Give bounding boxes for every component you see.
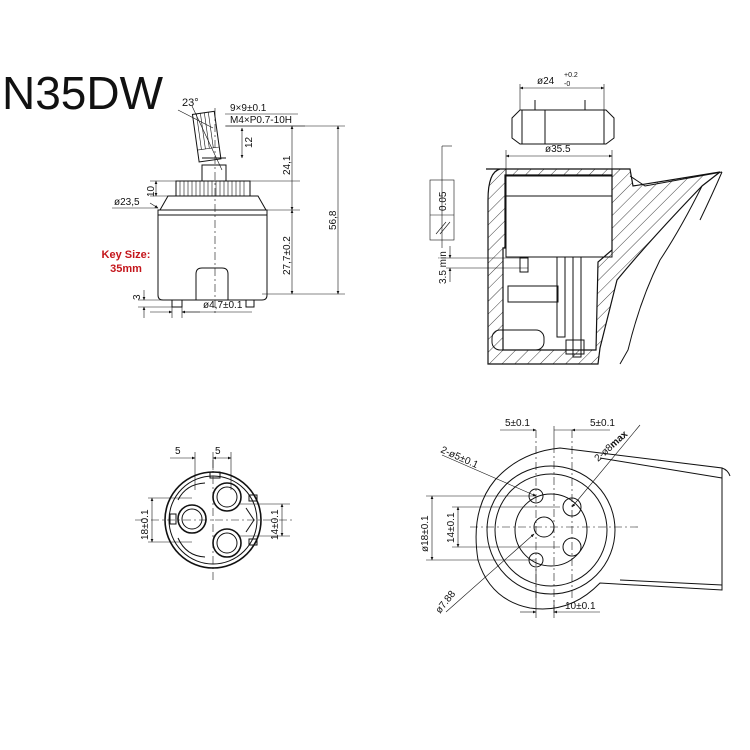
- dim-18: 18±0.1: [140, 509, 151, 540]
- angle-label: 23°: [182, 97, 199, 109]
- cartridge-in-housing: [505, 168, 613, 258]
- dim-23-5: ø23,5: [114, 197, 140, 208]
- bottom-slot: [491, 329, 545, 351]
- section-view: ø24 +0.2 -0 ø35.5 0.05 3.5 min: [429, 72, 723, 365]
- cap-ring: [159, 195, 267, 211]
- housing-section: [486, 168, 721, 365]
- dim-5-right: 5: [215, 446, 221, 457]
- key-size-label: Key Size: 35mm: [96, 248, 156, 276]
- model-title: N35DW: [2, 67, 164, 119]
- side-view: 23° 9×9±0.1 M4×P0.7-10H 12 24,1 27,7±0.2…: [112, 97, 345, 318]
- dim-4-7: ø4,7±0.1: [203, 300, 243, 311]
- flatness-value: 0.05: [438, 191, 449, 211]
- bottom-pin-right: [245, 299, 255, 308]
- dim-24-tol-up: +0.2: [564, 72, 578, 79]
- dim-5-left: 5: [175, 446, 181, 457]
- stem-neck: [201, 164, 227, 182]
- key-size-line1: Key Size:: [101, 249, 151, 261]
- dim-35-5: ø35.5: [545, 144, 571, 155]
- dim-27-7: 27,7±0.2: [282, 236, 293, 275]
- handle-outline: [475, 447, 723, 610]
- handle-top-edge: [629, 171, 723, 187]
- dim-24: ø24: [537, 76, 555, 87]
- port-left: [177, 504, 207, 534]
- handle-lower-edge: [619, 185, 703, 365]
- bottom-notch: [195, 267, 229, 300]
- dim-10: 10: [146, 185, 157, 197]
- seat-outer: [486, 465, 616, 595]
- knurl-teeth: [179, 181, 245, 196]
- dim-24-tol-low: -0: [564, 81, 570, 88]
- bottom-view: 5 5 18±0.1 14±0.1: [135, 446, 295, 580]
- thread-label: M4×P0.7-10H: [230, 115, 292, 126]
- cartridge-body: [157, 209, 268, 301]
- dim-3-5-min: 3.5 min: [438, 251, 449, 284]
- dim-14: 14±0.1: [270, 509, 281, 540]
- dim-56-8: 56,8: [328, 210, 339, 230]
- inner-slot: [507, 285, 559, 303]
- seat-inner: [514, 493, 588, 567]
- holes-large-max: max: [608, 429, 631, 451]
- dim-18: ø18±0.1: [420, 515, 431, 552]
- holes-small-label: 2-ø5±0.1: [439, 445, 480, 471]
- dim-14: 14±0.1: [446, 512, 457, 543]
- bottom-pin-left: [171, 299, 183, 308]
- dim-5-left: 5±0.1: [505, 418, 530, 429]
- dim-3: 3: [132, 294, 143, 300]
- dim-24-1: 24,1: [282, 155, 293, 175]
- knurl-ring: [175, 180, 251, 197]
- dim-10: 10±0.1: [565, 601, 596, 612]
- dim-12: 12: [244, 136, 255, 148]
- spline-label: 9×9±0.1: [230, 103, 267, 114]
- dim-5-right: 5±0.1: [590, 418, 615, 429]
- seat-view: 5±0.1 5±0.1 2-ø5±0.1 2-ø8max ø18±0.1 14±…: [420, 418, 731, 618]
- key-size-line2: 35mm: [110, 263, 142, 275]
- top-cap: [511, 109, 615, 145]
